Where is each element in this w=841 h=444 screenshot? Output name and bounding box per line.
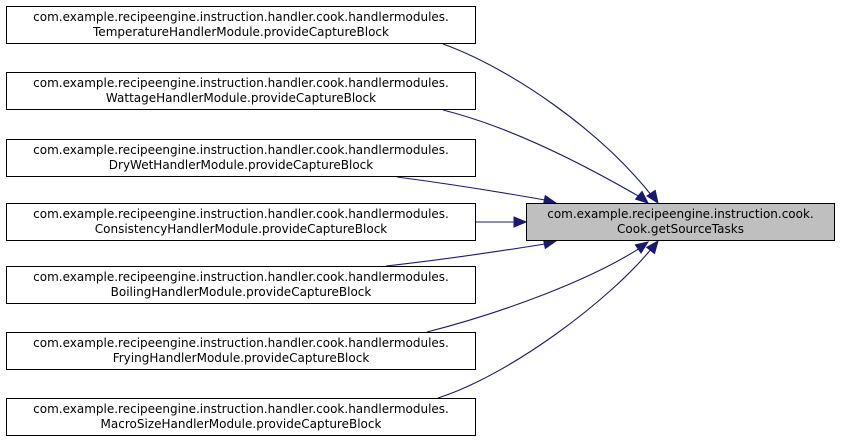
node-label-line2: ConsistencyHandlerModule.provideCaptureB… (94, 222, 388, 236)
node-label-line1: com.example.recipeengine.instruction.coo… (547, 207, 814, 221)
node-label-line1: com.example.recipeengine.instruction.han… (33, 143, 449, 157)
call-edge-arrowhead (634, 241, 650, 254)
call-edge-arrowhead (645, 239, 659, 255)
node-label-line1: com.example.recipeengine.instruction.han… (33, 207, 449, 221)
caller-node-fryinghandlermodule[interactable]: com.example.recipeengine.instruction.han… (6, 332, 476, 370)
caller-node-boilinghandlermodule[interactable]: com.example.recipeengine.instruction.han… (6, 266, 476, 304)
call-edge-arrowhead (634, 190, 649, 204)
node-label-line1: com.example.recipeengine.instruction.han… (33, 402, 449, 416)
node-label-line1: com.example.recipeengine.instruction.han… (33, 336, 449, 350)
node-label-line2: MacroSizeHandlerModule.provideCaptureBlo… (100, 417, 382, 431)
call-edge-1 (442, 43, 653, 197)
node-label-line2: WattageHandlerModule.provideCaptureBlock (105, 91, 377, 105)
node-label-line1: com.example.recipeengine.instruction.han… (33, 10, 449, 24)
caller-node-macrosizehandlermodule[interactable]: com.example.recipeengine.instruction.han… (6, 398, 476, 436)
node-label-line2: FryingHandlerModule.provideCaptureBlock (112, 351, 370, 365)
node-label-line2: BoilingHandlerModule.provideCaptureBlock (110, 285, 372, 299)
call-edge-7 (437, 247, 653, 399)
node-label-line1: com.example.recipeengine.instruction.han… (33, 270, 449, 284)
caller-node-wattagehandlermodule[interactable]: com.example.recipeengine.instruction.han… (6, 72, 476, 110)
call-edge-3 (396, 176, 546, 201)
node-label-line2: Cook.getSourceTasks (617, 222, 744, 236)
caller-node-drywethandlermodule[interactable]: com.example.recipeengine.instruction.han… (6, 139, 476, 177)
node-label-line1: com.example.recipeengine.instruction.han… (33, 76, 449, 90)
caller-node-consistencyhandlermodule[interactable]: com.example.recipeengine.instruction.han… (6, 203, 476, 241)
caller-node-temperaturehandlermodule[interactable]: com.example.recipeengine.instruction.han… (6, 6, 476, 44)
node-label-line2: TemperatureHandlerModule.provideCaptureB… (93, 25, 389, 39)
call-edge-5 (385, 243, 546, 267)
target-node-cook-getsourcetasks[interactable]: com.example.recipeengine.instruction.coo… (526, 203, 835, 241)
call-edge-arrowhead (513, 216, 528, 228)
node-label-line2: DryWetHandlerModule.provideCaptureBlock (108, 158, 374, 172)
call-edge-6 (426, 247, 641, 333)
call-edge-arrowhead (646, 189, 659, 205)
call-edge-2 (442, 109, 641, 198)
